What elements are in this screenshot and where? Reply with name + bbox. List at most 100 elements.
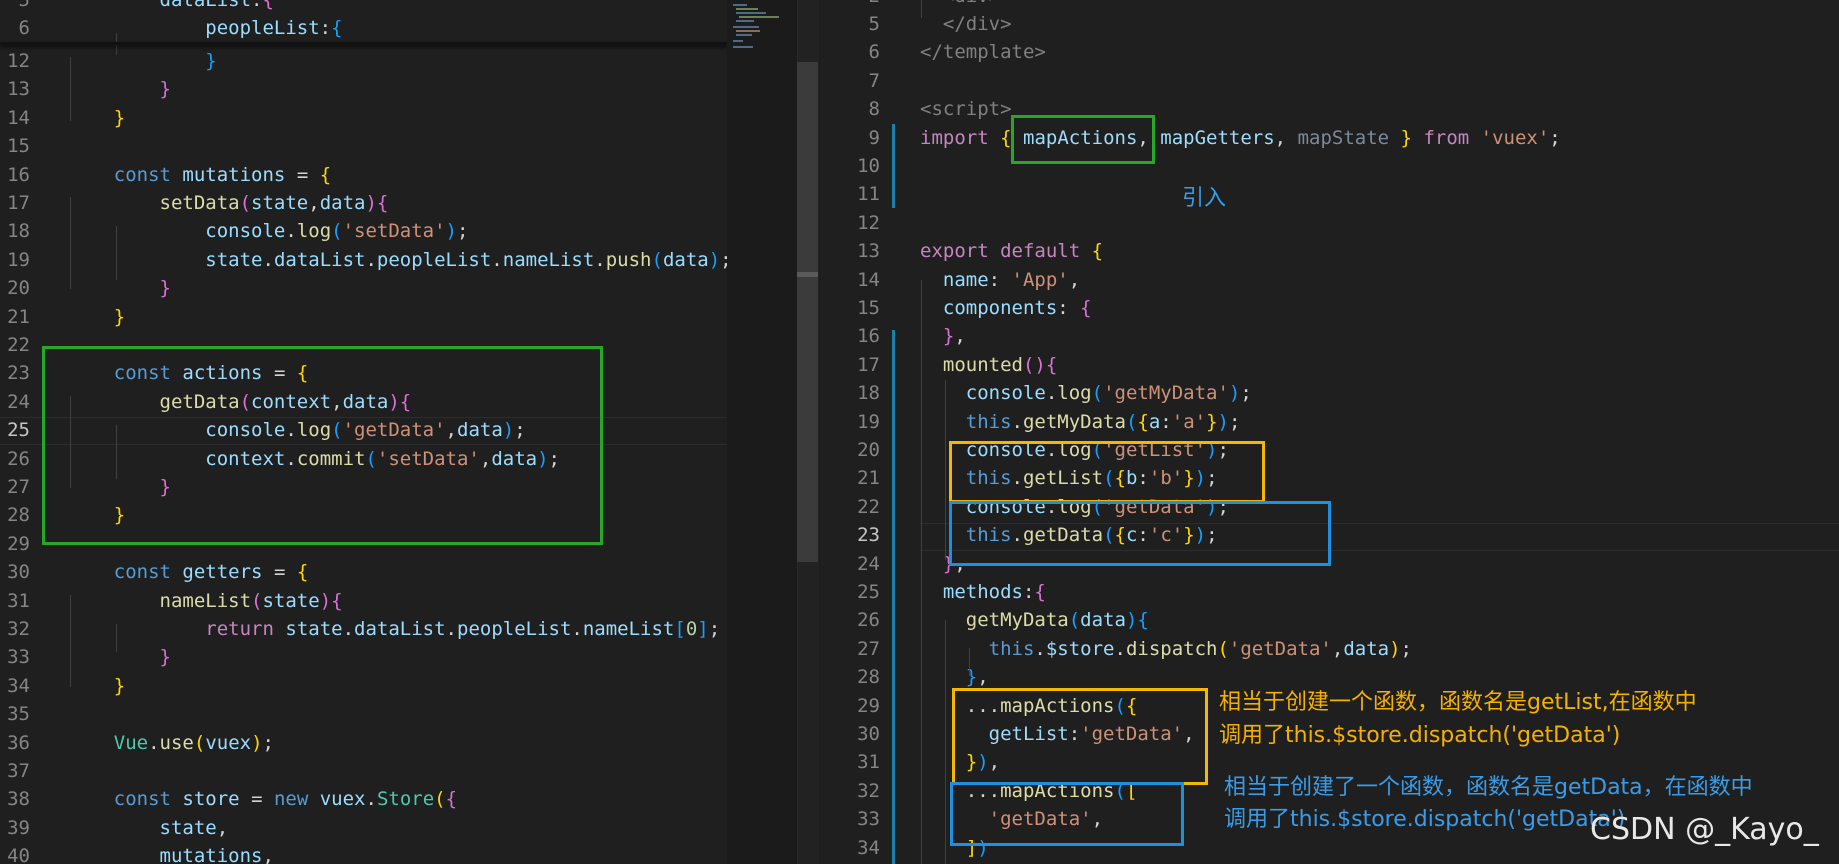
code-line[interactable]: 23 this.getData({c:'c'}); <box>820 521 1217 549</box>
code-token: . <box>491 248 503 271</box>
code-line[interactable]: 21 } <box>0 303 125 331</box>
code-line[interactable]: 25 methods:{ <box>820 578 1046 606</box>
code-line[interactable]: 27 } <box>0 473 171 501</box>
line-number: 14 <box>857 268 880 291</box>
code-token: : <box>1057 297 1081 319</box>
code-line[interactable]: 5 dataList:{ <box>0 0 274 14</box>
code-line[interactable]: 11 <box>820 180 880 208</box>
code-line[interactable]: 24 }, <box>820 550 966 578</box>
code-line[interactable]: 13 } <box>0 75 171 103</box>
code-line[interactable]: 24 getData(context,data){ <box>0 388 411 416</box>
code-line[interactable]: 30 const getters = { <box>0 558 308 586</box>
code-line[interactable]: 26 context.commit('setData',data); <box>0 445 560 473</box>
code-line[interactable]: 6</template> <box>820 38 1046 66</box>
code-line[interactable]: 32 ...mapActions([ <box>820 777 1137 805</box>
code-line[interactable]: 15 components: { <box>820 294 1092 322</box>
code-line[interactable]: 39 state, <box>0 814 228 842</box>
code-token <box>920 297 943 319</box>
code-line[interactable]: 18 console.log('getMyData'); <box>820 379 1252 407</box>
current-line-highlight <box>0 417 727 445</box>
code-text: } <box>68 501 125 529</box>
minimap[interactable] <box>727 0 797 864</box>
code-line[interactable]: 31 }), <box>820 748 1000 776</box>
code-token <box>920 325 943 347</box>
code-line[interactable]: 37 <box>0 757 30 785</box>
code-token: ) <box>319 589 332 612</box>
code-line[interactable]: 31 nameList(state){ <box>0 587 342 615</box>
code-line[interactable]: 17 setData(state,data){ <box>0 189 388 217</box>
code-line[interactable]: 14 name: 'App', <box>820 266 1080 294</box>
line-number: 16 <box>7 163 30 186</box>
code-line[interactable]: 27 this.$store.dispatch('getData',data); <box>820 635 1412 663</box>
code-line[interactable]: 25 console.log('getData',data); <box>0 416 526 444</box>
code-line[interactable]: 28 } <box>0 501 125 529</box>
code-line[interactable]: 8<script> <box>820 95 1012 123</box>
code-token: } <box>942 325 955 348</box>
code-token: : <box>1022 581 1035 603</box>
code-line[interactable]: 5 </div> <box>820 10 1012 38</box>
code-line[interactable]: 21 this.getList({b:'b'}); <box>820 464 1217 492</box>
code-line[interactable]: 23 const actions = { <box>0 359 308 387</box>
code-line[interactable]: 14 } <box>0 104 125 132</box>
getlist-call-highlight-box <box>949 441 1265 503</box>
code-line[interactable]: 12 } <box>0 47 217 75</box>
code-line[interactable]: 20 } <box>0 274 171 302</box>
code-line[interactable]: 28 }, <box>820 663 989 691</box>
line-number: 20 <box>7 277 30 300</box>
line-number: 8 <box>868 98 880 121</box>
code-line[interactable]: 32 return state.dataList.peopleList.name… <box>0 615 720 643</box>
code-line[interactable]: 7 <box>820 67 880 95</box>
code-token: ( <box>1091 439 1104 461</box>
code-token: : <box>1068 723 1081 745</box>
code-line[interactable]: 29 <box>0 530 30 558</box>
code-line[interactable]: 22 console.log('getData'); <box>820 493 1229 521</box>
code-token: { <box>1091 240 1104 263</box>
code-token: ) <box>537 447 549 470</box>
code-token <box>1080 240 1091 262</box>
line-number: 13 <box>7 78 30 101</box>
code-text: import { mapActions, mapGetters, mapStat… <box>920 124 1561 152</box>
line-number: 33 <box>7 646 30 669</box>
code-line[interactable]: 34 ]) <box>820 834 989 862</box>
code-line[interactable]: 30 getList:'getData', <box>820 720 1194 748</box>
left-editor-pane[interactable]: 5 dataList:{6 peopleList:{12 }13 }14 }15… <box>0 0 727 864</box>
code-line[interactable]: 19 this.getMyData({a:'a'}); <box>820 408 1240 436</box>
code-line[interactable]: 33 } <box>0 643 171 671</box>
code-line[interactable]: 40 mutations, <box>0 842 274 864</box>
code-line[interactable]: 26 getMyData(data){ <box>820 606 1149 634</box>
code-token: ) <box>365 192 377 214</box>
code-line[interactable]: 16 const mutations = { <box>0 161 331 189</box>
code-token: mounted <box>942 353 1023 376</box>
code-line[interactable]: 38 const store = new vuex.Store({ <box>0 785 457 813</box>
code-token: new <box>273 788 309 811</box>
code-line[interactable]: 35 <box>0 700 30 728</box>
code-token: { <box>296 362 309 385</box>
code-line[interactable]: 22 <box>0 331 30 359</box>
git-change-indicator <box>892 330 895 864</box>
right-editor-pane[interactable]: 2 <div>5 </div>6</template>78<script>9im… <box>820 0 1839 864</box>
code-line[interactable]: 33 'getData', <box>820 805 1103 833</box>
code-token: } <box>1183 524 1195 547</box>
code-line[interactable]: 10 <box>820 152 880 180</box>
code-line[interactable]: 12 <box>820 209 880 237</box>
code-token: . <box>1114 637 1126 660</box>
editor-scrollbar-thumb[interactable] <box>797 62 818 562</box>
code-line[interactable]: 18 console.log('setData'); <box>0 217 468 245</box>
code-token: ; <box>720 249 727 271</box>
code-line[interactable]: 6 peopleList:{ <box>0 14 343 42</box>
code-token <box>274 618 285 640</box>
code-line[interactable]: 29 ...mapActions({ <box>820 692 1137 720</box>
code-line[interactable]: 34 } <box>0 672 125 700</box>
code-line[interactable]: 15 <box>0 132 30 160</box>
code-line[interactable]: 17 mounted(){ <box>820 351 1057 379</box>
code-line[interactable]: 16 }, <box>820 322 966 350</box>
code-line[interactable]: 19 state.dataList.peopleList.nameList.pu… <box>0 246 727 274</box>
code-token: getMyData <box>1022 410 1126 433</box>
code-line[interactable]: 20 console.log('getList'); <box>820 436 1229 464</box>
code-line[interactable]: 36 Vue.use(vuex); <box>0 729 274 757</box>
code-line[interactable]: 2 <div> <box>820 0 1001 10</box>
line-number: 32 <box>857 779 880 802</box>
code-text: }, <box>920 322 966 350</box>
